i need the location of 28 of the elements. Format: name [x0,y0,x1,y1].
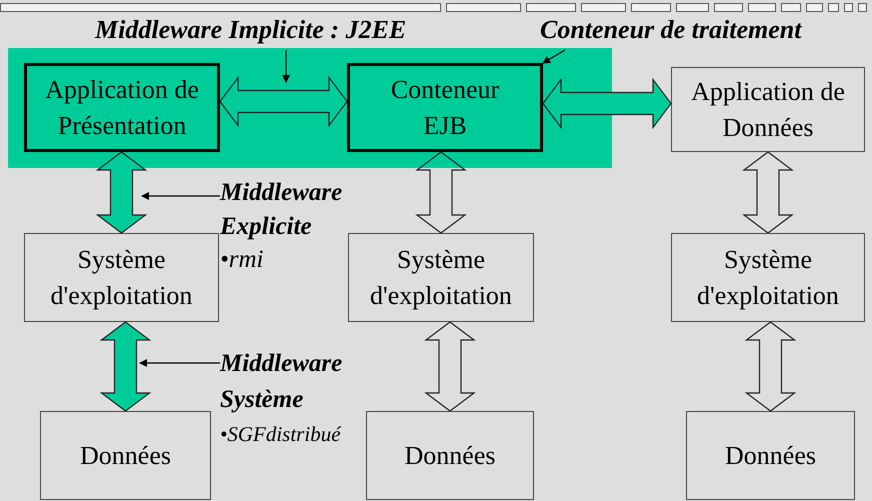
process-box: Application de Données [671,67,865,152]
process-box: Application de Présentation [24,63,220,152]
annotation-bullet: •rmi [220,245,264,275]
annotation-heading: Middleware Explicite [220,178,344,242]
double-block-arrow [424,321,476,412]
data-box: Données [40,411,211,500]
annotation-heading: Middleware Implicite : J2EE [95,14,406,46]
process-box: Conteneur EJB [347,63,543,152]
double-block-arrow [415,151,467,234]
double-block-arrow [742,151,794,234]
leader-arrow [542,49,566,64]
leader-arrow [139,359,220,367]
annotation-heading: Conteneur de traitement [540,14,802,46]
double-block-arrow [96,151,148,234]
leader-arrow [282,50,290,83]
process-box: Système d'exploitation [671,233,865,322]
annotation-heading: Middleware Système [220,349,344,415]
double-block-arrow [542,78,672,130]
annotation-bullet: •SGFdistribué [220,421,341,448]
group-band [8,48,612,168]
double-block-arrow [219,76,348,128]
process-box: Système d'exploitation [24,233,219,322]
data-box: Données [366,411,534,500]
double-block-arrow [100,321,152,412]
data-box: Données [686,411,855,500]
process-box: Système d'exploitation [348,233,534,322]
double-block-arrow [744,321,796,412]
leader-arrow [141,192,220,200]
